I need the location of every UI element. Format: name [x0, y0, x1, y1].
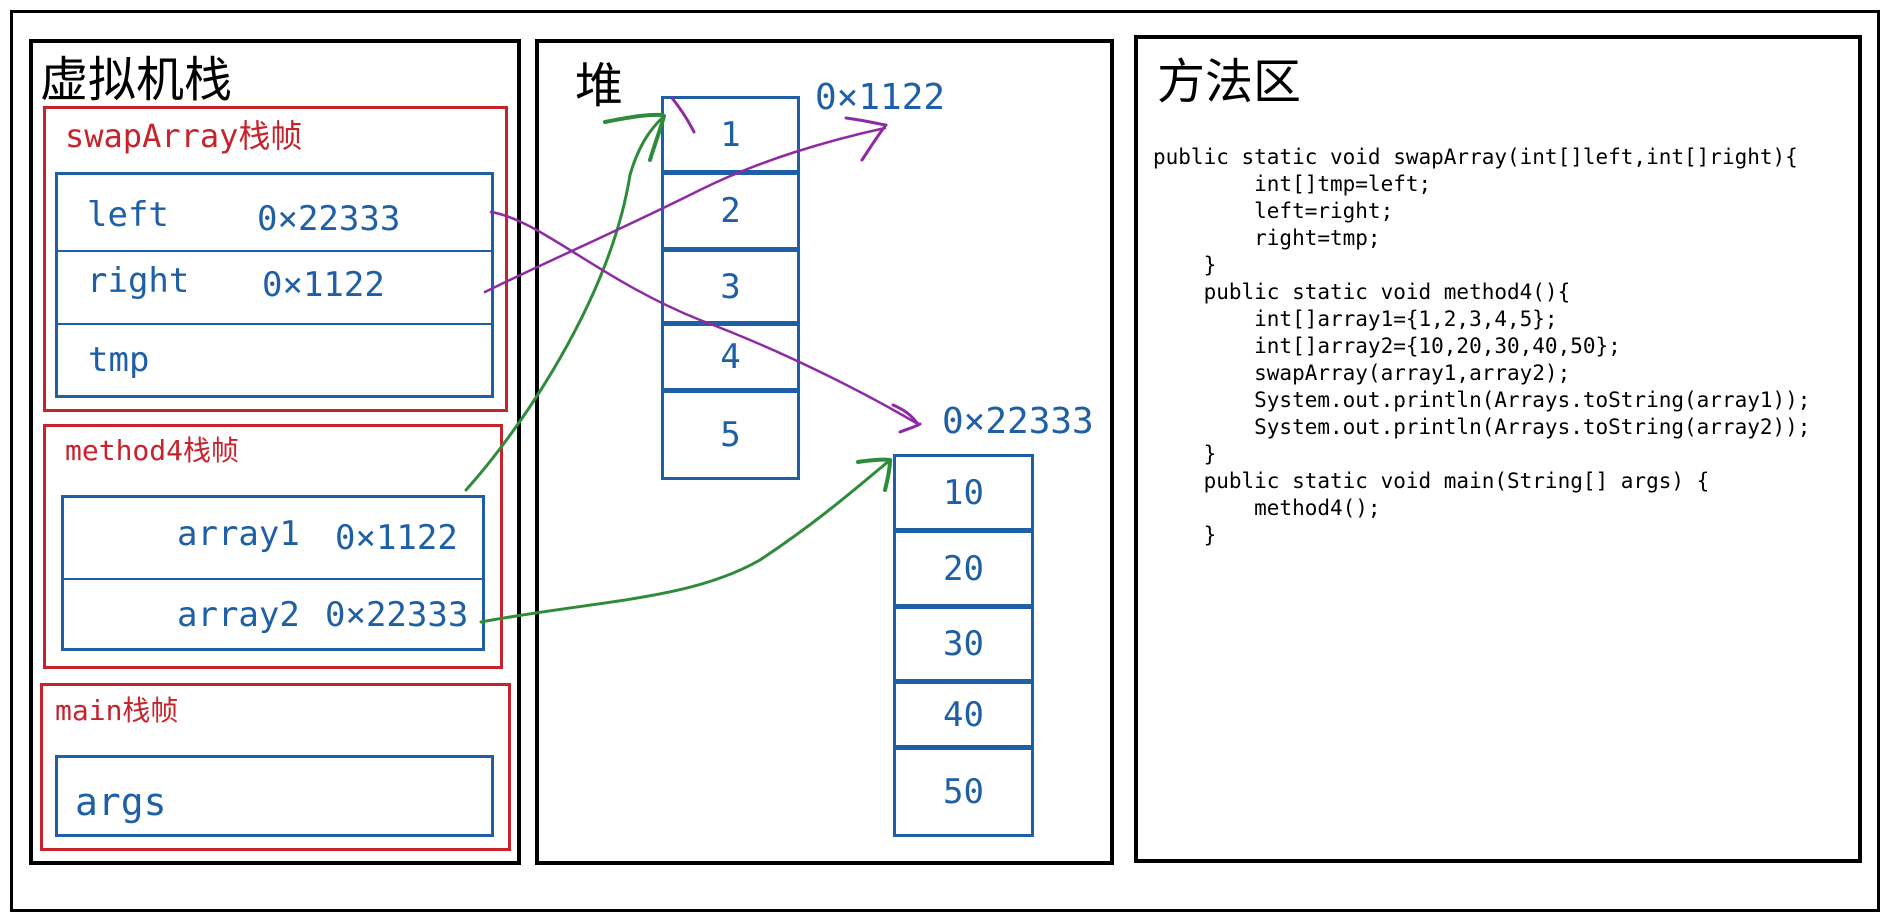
array1-cell: 5 — [661, 390, 800, 480]
code-line: public static void method4(){ — [1153, 280, 1571, 304]
left-reference-arrow — [489, 210, 920, 426]
code-line: } — [1153, 442, 1217, 466]
code-line: swapArray(array1,array2); — [1153, 361, 1571, 385]
array2-reference-arrow — [479, 458, 892, 624]
array2-cell: 30 — [893, 606, 1034, 682]
divider — [57, 250, 492, 252]
array1-cell: 1 — [661, 96, 800, 173]
swaparray-frame — [43, 106, 508, 412]
var-left-value: 0×22333 — [257, 199, 401, 239]
code-line: public static void main(String[] args) { — [1153, 469, 1710, 493]
var-array2-name: array2 — [177, 595, 300, 635]
heap-panel — [535, 39, 1114, 865]
arrow-head-icon — [603, 112, 666, 162]
method-area-panel — [1134, 35, 1862, 863]
var-right-name: right — [87, 261, 190, 301]
swaparray-locals-box — [55, 172, 494, 398]
swaparray-frame-label: swapArray栈帧 — [65, 117, 303, 155]
main-frame-label: main栈帧 — [55, 694, 179, 727]
method-area-title: 方法区 — [1157, 54, 1302, 110]
array2-cell: 20 — [893, 530, 1034, 607]
divider — [57, 323, 492, 325]
code-line: right=tmp; — [1153, 226, 1381, 250]
code-line: int[]array1={1,2,3,4,5}; — [1153, 307, 1558, 331]
var-right-value: 0×1122 — [262, 265, 385, 305]
arrow-head-icon — [891, 403, 922, 434]
var-array2-value: 0×22333 — [325, 595, 469, 635]
divider — [63, 578, 483, 580]
vm-stack-panel — [29, 39, 521, 865]
array1-cell: 2 — [661, 172, 800, 250]
var-array1-value: 0×1122 — [335, 518, 458, 558]
heap-title: 堆 — [575, 58, 624, 114]
code-line: } — [1153, 253, 1217, 277]
code-block: public static void swapArray(int[]left,i… — [1153, 144, 1810, 549]
array2-cell: 50 — [893, 747, 1034, 837]
arrow-head-icon — [844, 116, 888, 162]
arrow-head-icon — [856, 457, 892, 492]
array1-address: 0×1122 — [815, 77, 946, 118]
method4-frame-label: method4栈帧 — [65, 434, 240, 467]
var-array1-name: array1 — [177, 514, 300, 554]
array2-address: 0×22333 — [942, 401, 1094, 442]
vm-stack-title: 虚拟机栈 — [40, 52, 233, 108]
array1-reference-arrow — [464, 116, 664, 492]
var-tmp-name: tmp — [88, 340, 150, 380]
code-line: int[]tmp=left; — [1153, 172, 1432, 196]
var-args-name: args — [75, 780, 167, 824]
array1-cell: 3 — [661, 249, 800, 324]
array2-cell: 10 — [893, 454, 1034, 531]
main-locals-box — [55, 755, 494, 837]
code-line: } — [1153, 523, 1217, 547]
code-line: System.out.println(Arrays.toString(array… — [1153, 415, 1811, 439]
code-line: method4(); — [1153, 496, 1381, 520]
right-reference-arrow — [483, 126, 887, 294]
diagram-outer-border — [10, 10, 1880, 912]
code-line: left=right; — [1153, 199, 1394, 223]
main-frame — [40, 683, 511, 851]
code-line: int[]array2={10,20,30,40,50}; — [1153, 334, 1621, 358]
code-line: System.out.println(Arrays.toString(array… — [1153, 388, 1811, 412]
array2-cell: 40 — [893, 681, 1034, 748]
method4-locals-box — [61, 495, 485, 651]
method4-frame — [43, 424, 503, 669]
array1-cell: 4 — [661, 323, 800, 391]
code-line: public static void swapArray(int[]left,i… — [1153, 145, 1798, 169]
left-reassign-mark — [670, 96, 696, 134]
var-left-name: left — [87, 195, 169, 235]
